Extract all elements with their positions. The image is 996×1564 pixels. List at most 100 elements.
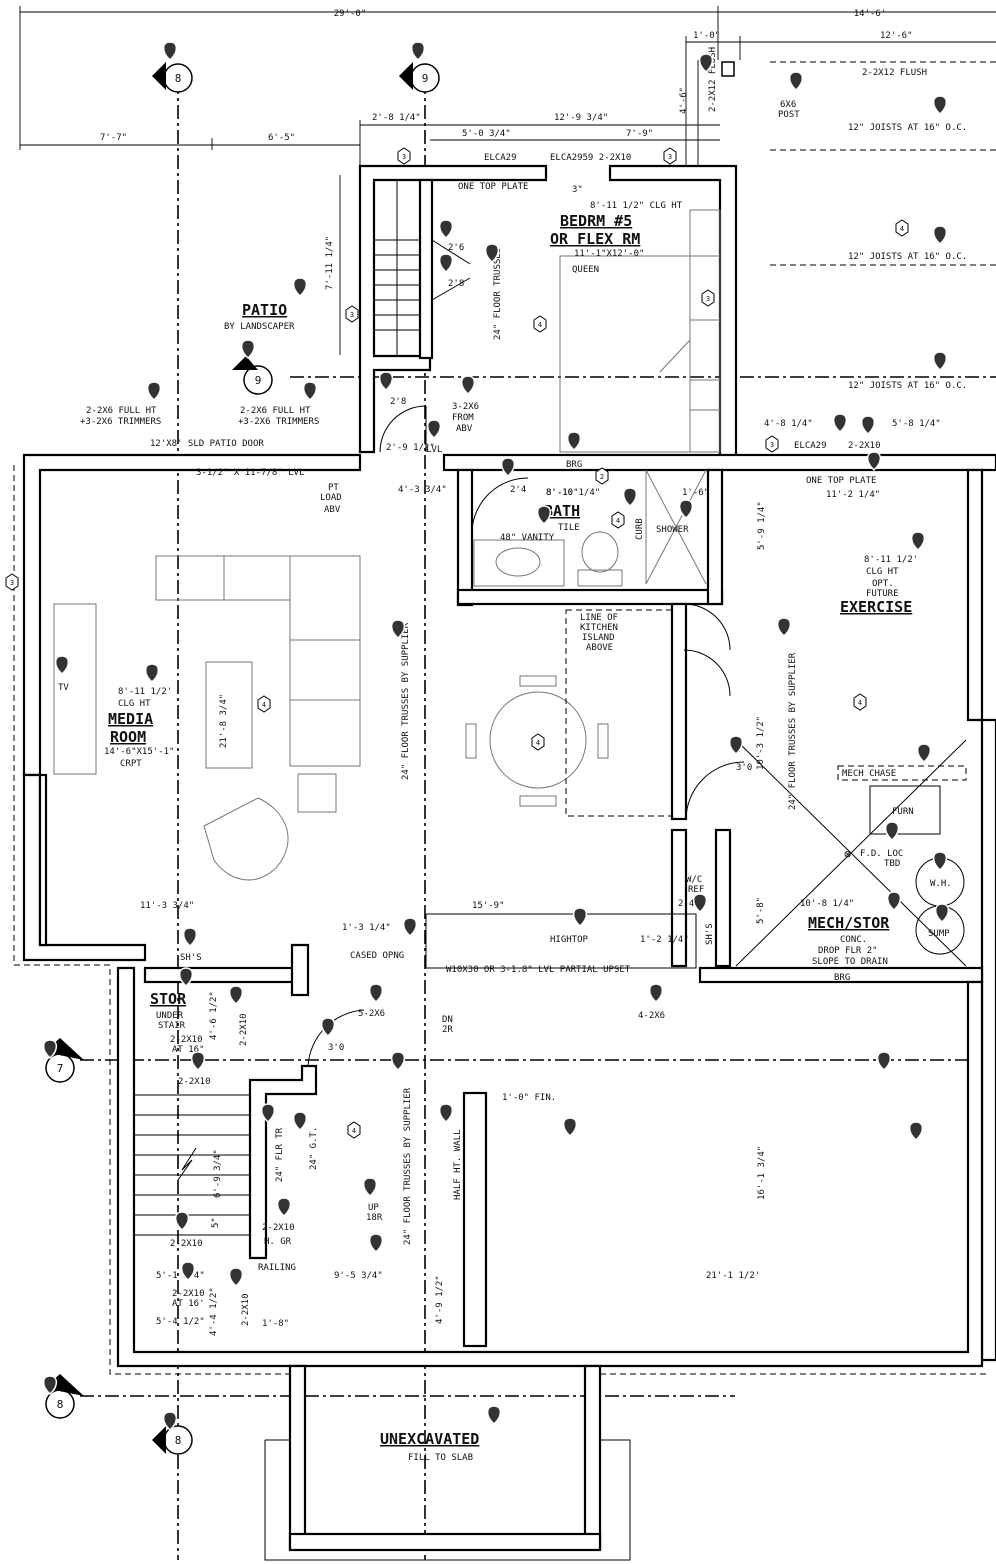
note-2x10-d: 2-2X10: [241, 1293, 251, 1326]
note-ref: REF: [688, 885, 704, 895]
note-brg: BRG: [566, 460, 582, 470]
stairs-lower: [134, 1094, 250, 1236]
note-fd-loc: F.D. LOC: [860, 849, 903, 859]
room-stor-sub-1: UNDER: [156, 1011, 184, 1021]
room-exercise-opt-2: FUTURE: [866, 589, 899, 599]
note-wh: W.H.: [930, 879, 952, 889]
dim-10-8-1-4: 10'-8 1/4": [800, 899, 854, 909]
tag-3-d: 3: [701, 289, 715, 307]
dim-6-5: 6'-5": [268, 133, 295, 143]
note-full-ht-b1: 2-2X6 FULL HT: [240, 406, 311, 416]
room-mech-sub-3: SLOPE TO DRAIN: [812, 957, 888, 967]
annotation-pin-icon: [728, 735, 744, 756]
room-bath: BATH: [544, 502, 580, 520]
svg-text:3: 3: [668, 153, 672, 161]
room-media-size: 14'-6"X15'-1": [104, 747, 174, 757]
dim-12-9-3-4: 12'-9 3/4": [554, 113, 608, 123]
annotation-pin-icon: [178, 967, 194, 988]
svg-text:3: 3: [10, 579, 14, 587]
dim-3-0b: 3'0: [328, 1043, 344, 1053]
dim-5-8-1-4: 5'-8 1/4": [892, 419, 941, 429]
annotation-pin-icon: [500, 457, 516, 478]
annotation-pin-icon: [788, 71, 804, 92]
note-sump: SUMP: [928, 929, 950, 939]
annotation-pin-icon: [460, 375, 476, 396]
note-elca-b: ELCA2959 2-2X10: [550, 153, 631, 163]
note-floor-trusses: 24" FLOOR TRUSSES: [493, 248, 503, 340]
floor-drain-icon: ⊗: [844, 847, 851, 861]
svg-text:7: 7: [57, 1062, 64, 1075]
annotation-pin-icon: [866, 451, 882, 472]
tag-3-b: 3: [663, 147, 677, 165]
tag-4-d: 4: [531, 733, 545, 751]
annotation-pin-icon: [228, 985, 244, 1006]
note-floor-trusses-supplier-3: 24" FLOOR TRUSSES BY SUPPLIER: [403, 1087, 413, 1245]
dim-11-3-3-4: 11'-3 3/4": [140, 901, 194, 911]
note-brg-2: BRG: [834, 973, 850, 983]
note-joists-1: 12" JOISTS AT 16" O.C.: [848, 123, 967, 133]
room-media-clg-2: CLG HT: [118, 699, 151, 709]
svg-text:3: 3: [350, 311, 354, 319]
dim-5-9-1-4: 5'-9 1/4": [757, 501, 767, 550]
note-from-abv-2: FROM: [452, 413, 474, 423]
note-pt: PT: [328, 483, 339, 493]
annotation-pin-icon: [228, 1267, 244, 1288]
annotation-pin-icon: [572, 907, 588, 928]
stairs-upper: [374, 180, 420, 356]
svg-text:4: 4: [900, 225, 904, 233]
annotation-pin-icon: [402, 917, 418, 938]
note-post-5: 5-2X6: [358, 1009, 385, 1019]
dim-8-10: 8'-10": [546, 488, 579, 498]
dim-5-8: 5'-8": [756, 897, 766, 924]
svg-text:3: 3: [402, 153, 406, 161]
note-curb: CURB: [635, 518, 645, 540]
note-vanity: 48" VANITY: [500, 533, 555, 543]
annotation-pin-icon: [438, 253, 454, 274]
svg-text:8: 8: [57, 1398, 64, 1411]
note-full-ht-a2: +3-2X6 TRIMMERS: [80, 417, 161, 427]
annotation-pin-icon: [876, 1051, 892, 1072]
annotation-pin-icon: [860, 415, 876, 436]
note-cased-opng: CASED OPNG: [350, 951, 404, 961]
dim-14-6: 14'-6': [854, 9, 887, 19]
annotation-pin-icon: [536, 505, 552, 526]
dim-9-5-3-4: 9'-5 3/4": [334, 1271, 383, 1281]
top-dimensions: 29'-0" 14'-6' 1'-0" 12'-6" 7'-7" 6'-5" 2…: [19, 6, 996, 355]
room-labels: PATIO BY LANDSCAPER 8'-11 1/2" CLG HT BE…: [104, 201, 918, 1463]
svg-text:8: 8: [175, 1434, 182, 1447]
wall-tags: 3 3 3 3 3 3 4 4 4 4 4 4 4 2: [5, 147, 909, 1139]
dim-4-8-1-4: 4'-8 1/4": [764, 419, 813, 429]
note-mech-chase: MECH CHASE: [842, 769, 896, 779]
room-patio-sub: BY LANDSCAPER: [224, 322, 295, 332]
note-2x10-c: 2-2X10: [170, 1239, 203, 1249]
note-top-plate: ONE TOP PLATE: [458, 182, 528, 192]
svg-text:9: 9: [422, 72, 429, 85]
walls: [22, 164, 996, 1561]
dim-2-9-1-2: 2'-9 1/2": [386, 443, 435, 453]
dim-5-0-3-4: 5'-0 3/4": [462, 129, 511, 139]
note-flush: 2-2X12 FLUSH: [862, 68, 927, 78]
annotation-pin-icon: [908, 1121, 924, 1142]
note-flr-tr: 24" FLR TR: [275, 1127, 285, 1182]
dim-7-11-1-4: 7'-11 1/4": [325, 236, 335, 290]
note-hgr: H. GR: [264, 1237, 292, 1247]
dim-6-9-3-4: 6'-9 3/4": [213, 1149, 223, 1198]
svg-text:8: 8: [175, 72, 182, 85]
annotation-pin-icon: [886, 891, 902, 912]
room-bedroom-clg: 8'-11 1/2" CLG HT: [590, 201, 683, 211]
tag-2-a: 2: [595, 467, 609, 485]
note-2x10-at16-c: 2-2X10: [172, 1289, 205, 1299]
annotation-pin-icon: [320, 1017, 336, 1038]
svg-text:9: 9: [255, 374, 262, 387]
svg-text:4: 4: [858, 699, 862, 707]
dim-4-4-1-2: 4'-4 1/2": [209, 1287, 219, 1336]
note-flush-vert: 2-2X12 FLUSH: [708, 47, 718, 112]
note-half-ht-wall: HALF HT. WALL: [453, 1130, 463, 1200]
annotation-pin-icon: [182, 927, 198, 948]
annotation-pin-icon: [698, 53, 714, 74]
annotation-pin-icon: [162, 41, 178, 62]
room-stor-sub-2: STAIR: [158, 1021, 186, 1031]
annotation-pin-icon: [566, 431, 582, 452]
note-island-3: ISLAND: [582, 633, 615, 643]
